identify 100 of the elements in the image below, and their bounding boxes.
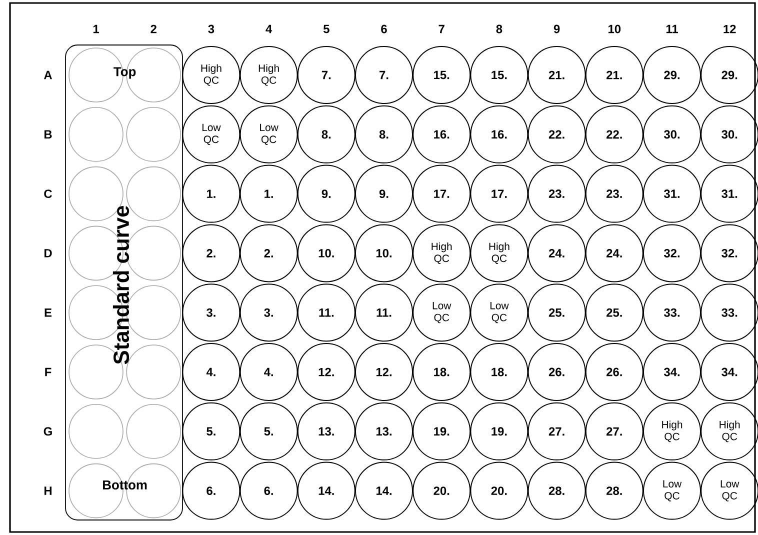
sample-well: High QC xyxy=(412,224,471,282)
sample-well: Low QC xyxy=(240,105,298,164)
sample-well: 26. xyxy=(528,343,586,401)
sample-well: 29. xyxy=(700,46,758,104)
sample-well: 4. xyxy=(182,343,240,401)
well xyxy=(68,107,124,162)
sample-well: 21. xyxy=(528,46,586,104)
column-number: 12 xyxy=(724,24,736,34)
sample-well: 21. xyxy=(585,46,644,104)
sample-well: 9. xyxy=(297,164,356,223)
sample-well: 19. xyxy=(470,402,528,460)
well xyxy=(126,404,182,459)
sample-well: 17. xyxy=(470,164,528,223)
sample-well: 11. xyxy=(355,284,413,342)
sample-well: High QC xyxy=(182,46,240,104)
sample-well: 25. xyxy=(528,284,586,342)
sample-well: 15. xyxy=(412,46,471,104)
sample-well: 20. xyxy=(412,462,471,520)
sample-well: Low QC xyxy=(412,284,471,342)
sample-well: 12. xyxy=(297,343,356,401)
sample-well: 8. xyxy=(355,105,413,164)
sample-well: 6. xyxy=(182,462,240,520)
sample-well: 4. xyxy=(240,343,298,401)
sample-well: 31. xyxy=(700,164,758,223)
sample-well: 27. xyxy=(528,402,586,460)
sample-well: 8. xyxy=(297,105,356,164)
sample-well: 3. xyxy=(240,284,298,342)
sample-well: 5. xyxy=(240,402,298,460)
column-number: 6 xyxy=(381,24,387,34)
sample-well: 22. xyxy=(528,105,586,164)
row-letter: D xyxy=(44,249,52,258)
column-number: 4 xyxy=(266,24,272,34)
row-letter: A xyxy=(44,70,52,80)
column-number: 2 xyxy=(150,24,156,34)
sample-well: 15. xyxy=(470,46,528,104)
sample-well: 33. xyxy=(643,284,701,342)
sample-well: 1. xyxy=(182,164,240,223)
sample-well: Low QC xyxy=(182,105,240,164)
sample-well: 11. xyxy=(297,284,356,342)
sample-well: 18. xyxy=(470,343,528,401)
sample-well: 28. xyxy=(528,462,586,520)
sample-well: 19. xyxy=(412,402,471,460)
column-number: 10 xyxy=(608,24,621,34)
row-letter: B xyxy=(44,130,52,138)
sample-well: 2. xyxy=(240,224,298,282)
sample-well: 13. xyxy=(355,402,413,460)
row-letter: H xyxy=(44,486,52,495)
sample-well: 9. xyxy=(355,164,413,223)
sample-well: 32. xyxy=(643,224,701,282)
column-number: 7 xyxy=(438,24,444,34)
sample-well: 5. xyxy=(182,402,240,460)
column-number: 11 xyxy=(666,24,678,34)
sample-well: 30. xyxy=(643,105,701,164)
sample-well: 31. xyxy=(643,164,701,223)
sample-well: 17. xyxy=(412,164,471,223)
sample-well: 26. xyxy=(585,343,644,401)
sample-well: 18. xyxy=(412,343,471,401)
sample-well: 34. xyxy=(700,343,758,401)
row-letter: G xyxy=(44,427,52,436)
sample-well: 16. xyxy=(412,105,471,164)
sample-well: 3. xyxy=(182,284,240,342)
standard-curve-box: Top Standard curve Bottom xyxy=(65,44,183,520)
sample-well: 10. xyxy=(355,224,413,282)
sample-well: 28. xyxy=(585,462,644,520)
sample-well: 27. xyxy=(585,402,644,460)
sample-well: 6. xyxy=(240,462,298,520)
sample-well: Low QC xyxy=(643,462,701,520)
column-number: 9 xyxy=(554,24,560,34)
sample-well: High QC xyxy=(470,224,528,282)
sample-well: 13. xyxy=(297,402,356,460)
column-number: 5 xyxy=(323,24,330,34)
sample-well: 20. xyxy=(470,462,528,520)
sample-well: Low QC xyxy=(470,284,528,342)
sample-well: Low QC xyxy=(700,462,758,520)
sample-well: 10. xyxy=(297,224,356,282)
sample-well: 30. xyxy=(700,105,758,164)
column-number: 3 xyxy=(208,24,214,34)
sample-well: 25. xyxy=(585,284,644,342)
sample-well: 16. xyxy=(470,105,528,164)
column-number: 8 xyxy=(496,24,502,34)
sample-well: High QC xyxy=(700,402,758,460)
well xyxy=(68,404,124,459)
sample-well: 23. xyxy=(528,164,586,223)
well xyxy=(126,107,182,162)
row-letter: C xyxy=(44,190,52,198)
sample-well: 24. xyxy=(528,224,586,282)
sample-well: High QC xyxy=(240,46,298,104)
sample-well: 32. xyxy=(700,224,758,282)
sample-well: 23. xyxy=(585,164,644,223)
sample-well: 22. xyxy=(585,105,644,164)
sample-well: 24. xyxy=(585,224,644,282)
sample-well: 7. xyxy=(355,46,413,104)
sample-well: 12. xyxy=(355,343,413,401)
row-letter: F xyxy=(45,368,52,376)
sample-well: 33. xyxy=(700,284,758,342)
sample-well: 14. xyxy=(355,462,413,520)
sample-well: 29. xyxy=(643,46,701,104)
row-letter: E xyxy=(44,308,52,317)
sample-well: 7. xyxy=(297,46,356,104)
sample-well: High QC xyxy=(643,402,701,460)
